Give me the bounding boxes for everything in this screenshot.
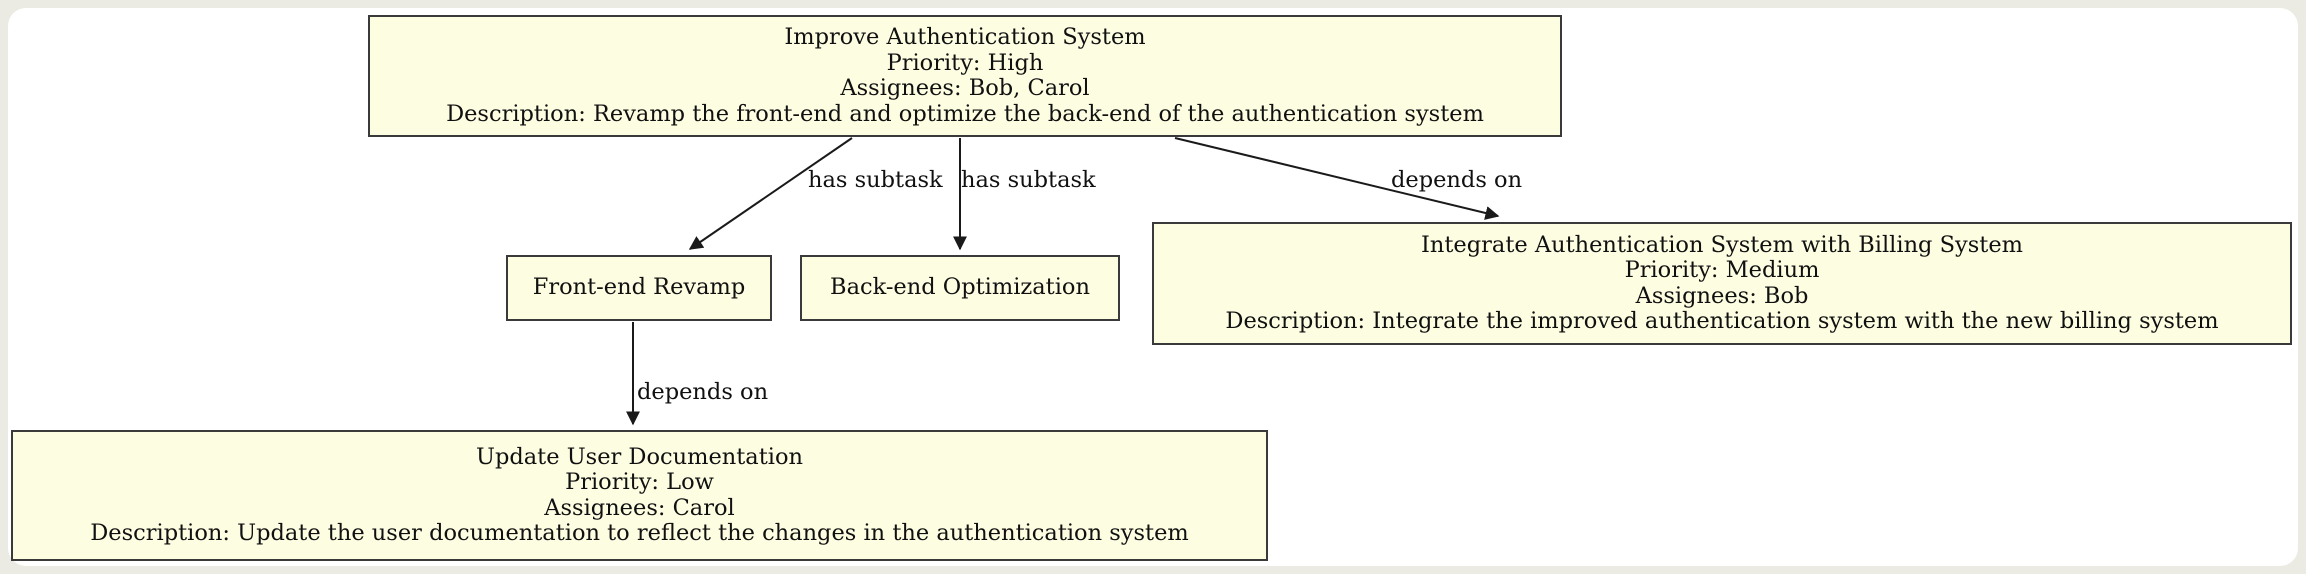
node-title: Update User Documentation — [476, 443, 803, 470]
node-integrate-authentication-system-with-billing-system[interactable]: Integrate Authentication System with Bil… — [1152, 222, 2292, 345]
edge-label-has-subtask-back-end: has subtask — [961, 167, 1096, 193]
node-front-end-revamp[interactable]: Front-end Revamp — [506, 255, 772, 321]
edge-has-subtask-front-end — [688, 137, 853, 250]
node-assignees: Assignees: Bob — [1635, 282, 1809, 309]
node-title: Front-end Revamp — [532, 274, 746, 301]
node-back-end-optimization[interactable]: Back-end Optimization — [800, 255, 1120, 321]
edge-label-has-subtask-front-end: has subtask — [808, 167, 943, 193]
edge-label-depends-on-integrate: depends on — [1391, 167, 1523, 193]
node-priority: Priority: Medium — [1624, 257, 1820, 283]
node-update-user-documentation[interactable]: Update User Documentation Priority: Low … — [11, 430, 1268, 561]
node-description: Description: Revamp the front-end and op… — [446, 100, 1484, 127]
node-title: Improve Authentication System — [784, 24, 1146, 50]
node-title: Integrate Authentication System with Bil… — [1421, 231, 2023, 258]
edge-label-depends-on-documentation: depends on — [637, 379, 769, 405]
node-assignees: Assignees: Bob, Carol — [840, 75, 1090, 101]
node-title: Back-end Optimization — [830, 274, 1090, 301]
node-priority: Priority: High — [886, 49, 1044, 76]
node-description: Description: Integrate the improved auth… — [1225, 308, 2219, 334]
node-description: Description: Update the user documentati… — [90, 520, 1189, 546]
node-improve-authentication-system[interactable]: Improve Authentication System Priority: … — [368, 15, 1562, 137]
node-assignees: Assignees: Carol — [544, 494, 735, 521]
node-priority: Priority: Low — [565, 469, 714, 495]
